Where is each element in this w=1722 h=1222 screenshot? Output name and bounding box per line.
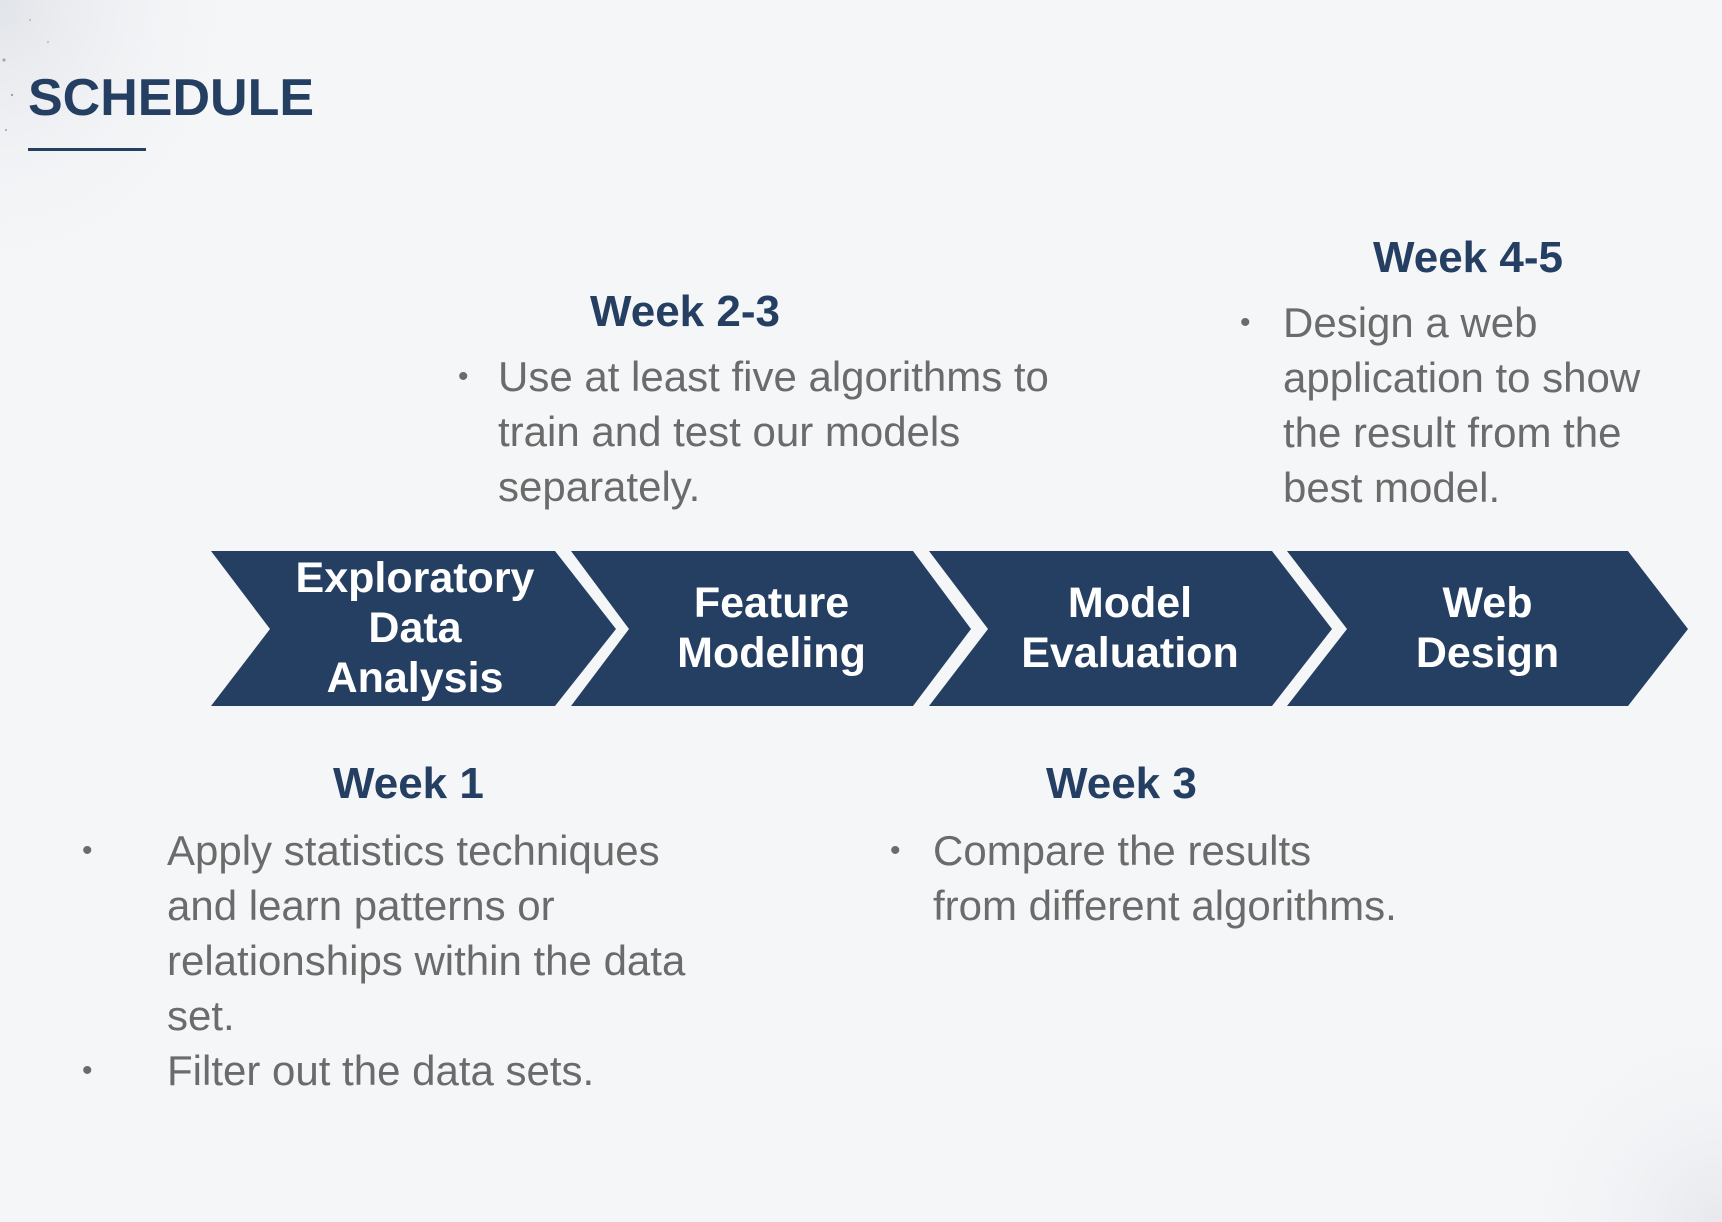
week-2-3-items: Use at least five algorithms to train an… [498,349,1078,514]
bullet-glyph: • [82,1054,93,1087]
step-label-exploratory-data-analysis: Exploratory Data Analysis [270,553,560,703]
step-chevron-feature-modeling [571,551,971,706]
list-item: Filter out the data sets. [167,1047,595,1094]
step-label-web-design: Web Design [1347,578,1628,678]
step-chevron-model-evaluation [929,551,1332,706]
title-underline [28,148,146,151]
page-title: SCHEDULE [28,69,315,127]
step-label-line: Model [1067,579,1193,627]
step-label-line: Design [1415,629,1560,677]
bullet-glyph: • [1240,306,1251,339]
list-item: Design a web application to show the res… [1283,299,1641,511]
step-label-line: Analysis [326,654,504,702]
bullet-glyph: • [82,834,93,867]
week-1-items: Apply statistics techniques and learn pa… [167,823,727,1098]
week-4-5-items: Design a web application to show the res… [1283,295,1703,515]
step-label-line: Feature [693,579,850,627]
step-label-line: Web [1442,579,1533,627]
step-label-line: Evaluation [1021,629,1239,677]
step-label-line: Data [368,604,462,652]
week-3-heading: Week 3 [1046,759,1197,808]
week-2-3-heading: Week 2-3 [590,287,780,336]
step-chevron-web-design [1287,551,1688,706]
week-4-5-heading: Week 4-5 [1373,233,1563,282]
step-label-model-evaluation: Model Evaluation [988,578,1272,678]
week-3-items: Compare the results from different algor… [933,823,1403,933]
step-chevron-exploratory-data-analysis [211,551,616,706]
list-item: Compare the results from different algor… [933,827,1397,929]
step-label-line: Modeling [677,629,866,677]
bullet-glyph: • [458,360,469,393]
bullet-glyph: • [890,834,901,867]
step-label-line: Exploratory [295,554,535,602]
week-1-heading: Week 1 [333,759,484,808]
list-item: Use at least five algorithms to train an… [498,353,1049,510]
list-item: Apply statistics techniques and learn pa… [167,827,686,1039]
step-label-feature-modeling: Feature Modeling [629,578,914,678]
